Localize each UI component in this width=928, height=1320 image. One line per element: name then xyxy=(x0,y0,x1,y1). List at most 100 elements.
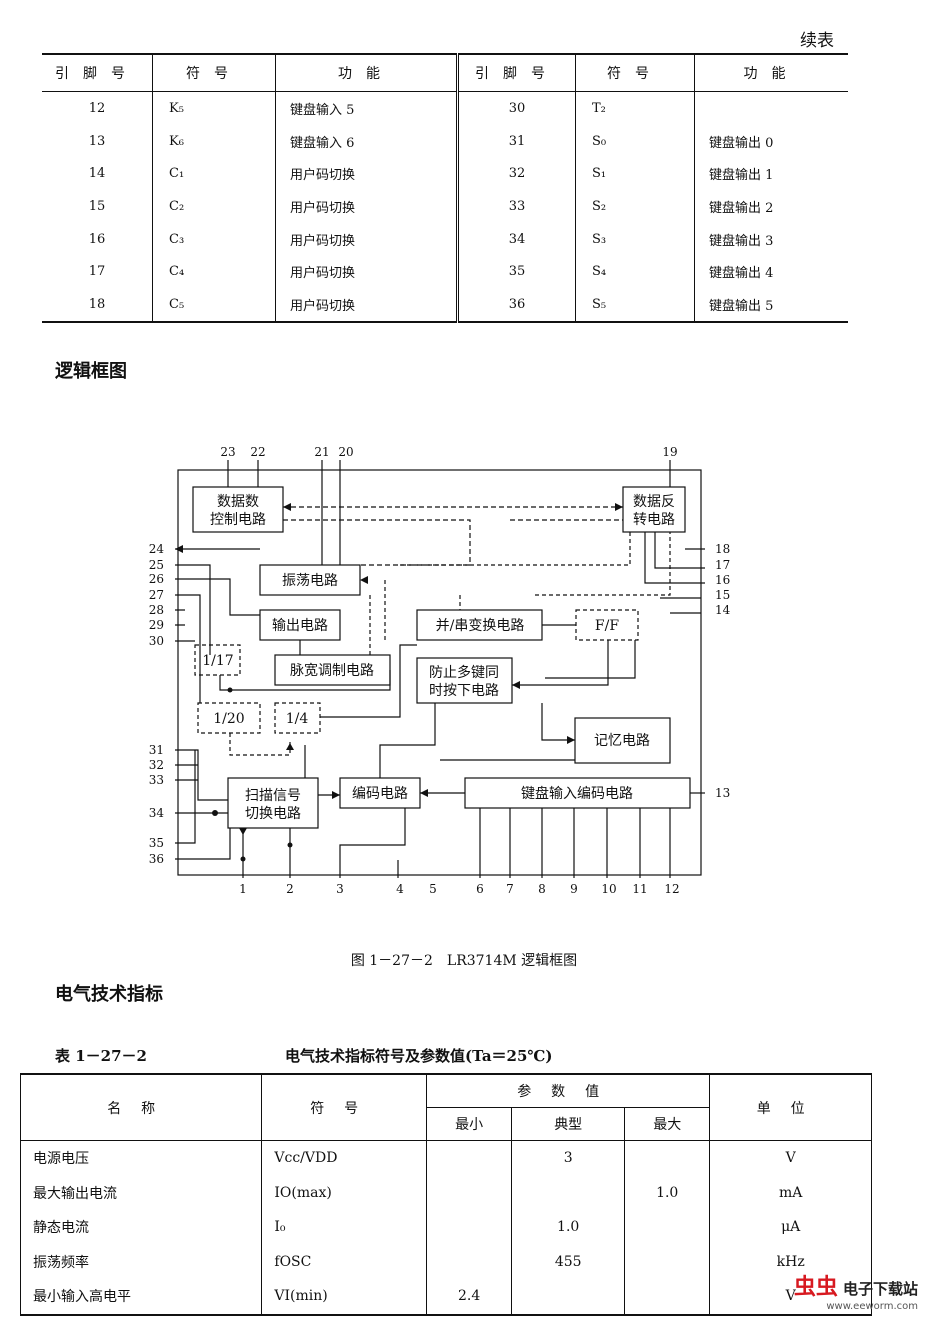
pin-function-right: 键盘输出 2 xyxy=(709,200,774,216)
label-scan-2: 切换电路 xyxy=(245,805,301,822)
block-div20 xyxy=(197,702,261,734)
label-keyboard-encoder: 键盘输入编码电路 xyxy=(521,785,633,802)
pin-6: 6 xyxy=(476,882,484,896)
header-symbol: 符号 xyxy=(261,1073,427,1141)
label-anti-1: 防止多键同 xyxy=(429,664,499,681)
pin-number-right: 30 xyxy=(457,91,576,125)
pin-symbol-left: C₁ xyxy=(152,157,276,191)
spec-max xyxy=(624,1210,711,1245)
spec-typ: 1.0 xyxy=(511,1210,626,1245)
pin-20: 20 xyxy=(338,445,353,459)
pin-number-right: 33 xyxy=(457,190,576,223)
spec-name: 振荡频率 xyxy=(19,1244,263,1279)
pin-number-left: 15 xyxy=(42,190,153,223)
header-pin-left: 引脚号 xyxy=(42,53,153,92)
block-div17 xyxy=(194,644,241,676)
spec-symbol: Vcc/VDD xyxy=(261,1140,427,1176)
label-anti-2: 时按下电路 xyxy=(429,683,499,699)
label-data-count-2: 控制电路 xyxy=(210,512,266,528)
pin-23: 23 xyxy=(220,445,235,459)
pin-number-left: 12 xyxy=(42,91,153,125)
pin-22: 22 xyxy=(250,445,265,459)
spec-name: 电源电压 xyxy=(19,1140,263,1176)
pin-8: 8 xyxy=(538,882,546,896)
pin-number-right: 34 xyxy=(457,222,576,256)
spec-typ: 3 xyxy=(511,1140,626,1176)
header-function-left: 功能 xyxy=(275,53,459,92)
pin-function-right: 键盘输出 5 xyxy=(694,288,848,323)
pin-number-left: 13 xyxy=(42,124,153,158)
pin-function-right xyxy=(695,92,849,125)
pin-29: 29 xyxy=(149,618,164,632)
pin-21: 21 xyxy=(314,445,329,459)
pin-number-right: 35 xyxy=(457,255,576,289)
pin-symbol-left: K₆ xyxy=(152,124,276,158)
label-pwm: 脉宽调制电路 xyxy=(290,662,374,679)
spec-typ xyxy=(511,1175,626,1210)
spec-name: 静态电流 xyxy=(19,1210,263,1245)
header-max: 最大 xyxy=(624,1107,711,1141)
pin-function-left: 键盘输入 5 xyxy=(275,91,459,125)
block-anti-multikey xyxy=(416,657,513,704)
block-scan-switch xyxy=(227,777,319,829)
pin-19: 19 xyxy=(662,445,677,459)
pin-14: 14 xyxy=(715,603,731,617)
spec-symbol: IO(max) xyxy=(261,1175,427,1210)
pin-symbol-right: S₁ xyxy=(575,157,695,191)
pin-function-right: 键盘输出 1 xyxy=(709,168,774,184)
pin-number-left: 16 xyxy=(42,222,153,256)
spec-max xyxy=(624,1140,711,1176)
pin-4: 4 xyxy=(396,882,404,896)
pin-9: 9 xyxy=(570,882,578,896)
header-name: 名称 xyxy=(19,1073,263,1141)
pin-34: 34 xyxy=(149,806,165,820)
header-pin-right: 引脚号 xyxy=(457,53,576,92)
spec-min xyxy=(425,1244,513,1279)
pin-number-right: 31 xyxy=(457,124,576,158)
pin-26: 26 xyxy=(149,572,164,586)
pin-number-left: 14 xyxy=(42,157,153,191)
pin-function-left: 用户码切换 xyxy=(275,288,459,323)
pin-symbol-left: C₄ xyxy=(152,255,276,289)
site-watermark: 虫虫 电子下载站 www.eeworm.com xyxy=(794,1269,918,1312)
spec-unit: mA xyxy=(709,1175,872,1210)
pin-1: 1 xyxy=(239,882,247,896)
label-memory: 记忆电路 xyxy=(594,733,650,749)
pin-symbol-right: S₅ xyxy=(575,288,695,323)
pin-symbol-left: C₃ xyxy=(152,222,276,256)
label-flip-flop: F/F xyxy=(595,618,619,634)
pin-symbol-right: S₄ xyxy=(575,255,695,289)
pin-symbol-left: K₅ xyxy=(152,91,276,125)
label-data-count-1: 数据数 xyxy=(217,494,259,510)
pin-symbol-right: S₂ xyxy=(575,190,695,223)
pin-function-left: 用户码切换 xyxy=(275,190,459,223)
logic-block-diagram: 数据数 控制电路 数据反 转电路 振荡电路 输出电路 并/串变换电路 F/F 1… xyxy=(149,445,731,896)
header-min: 最小 xyxy=(425,1107,513,1141)
spec-min xyxy=(425,1210,513,1245)
pin-number-left: 18 xyxy=(42,288,153,323)
label-invert-1: 数据反 xyxy=(633,494,675,510)
header-typ: 典型 xyxy=(511,1107,626,1141)
spec-unit: kHz xyxy=(709,1244,872,1279)
pin-symbol-right: S₀ xyxy=(575,124,695,158)
pin-function-left: 用户码切换 xyxy=(275,255,459,289)
spec-typ xyxy=(511,1279,626,1316)
spec-name: 最大输出电流 xyxy=(19,1175,263,1210)
pin-15: 15 xyxy=(715,588,730,602)
pin-function-left: 键盘输入 6 xyxy=(275,124,459,158)
header-params: 参数值 xyxy=(425,1073,711,1108)
pin-function-left: 用户码切换 xyxy=(275,222,459,256)
pin-number-right: 36 xyxy=(457,288,576,323)
pin-function-left: 用户码切换 xyxy=(275,157,459,191)
pin-table-header: 引脚号 符号 功能 引脚号 符号 功能 xyxy=(42,53,848,92)
pin-13: 13 xyxy=(715,786,730,800)
spec-min xyxy=(425,1175,513,1210)
spec-table-label: 表 1－27－2 xyxy=(55,1047,147,1065)
